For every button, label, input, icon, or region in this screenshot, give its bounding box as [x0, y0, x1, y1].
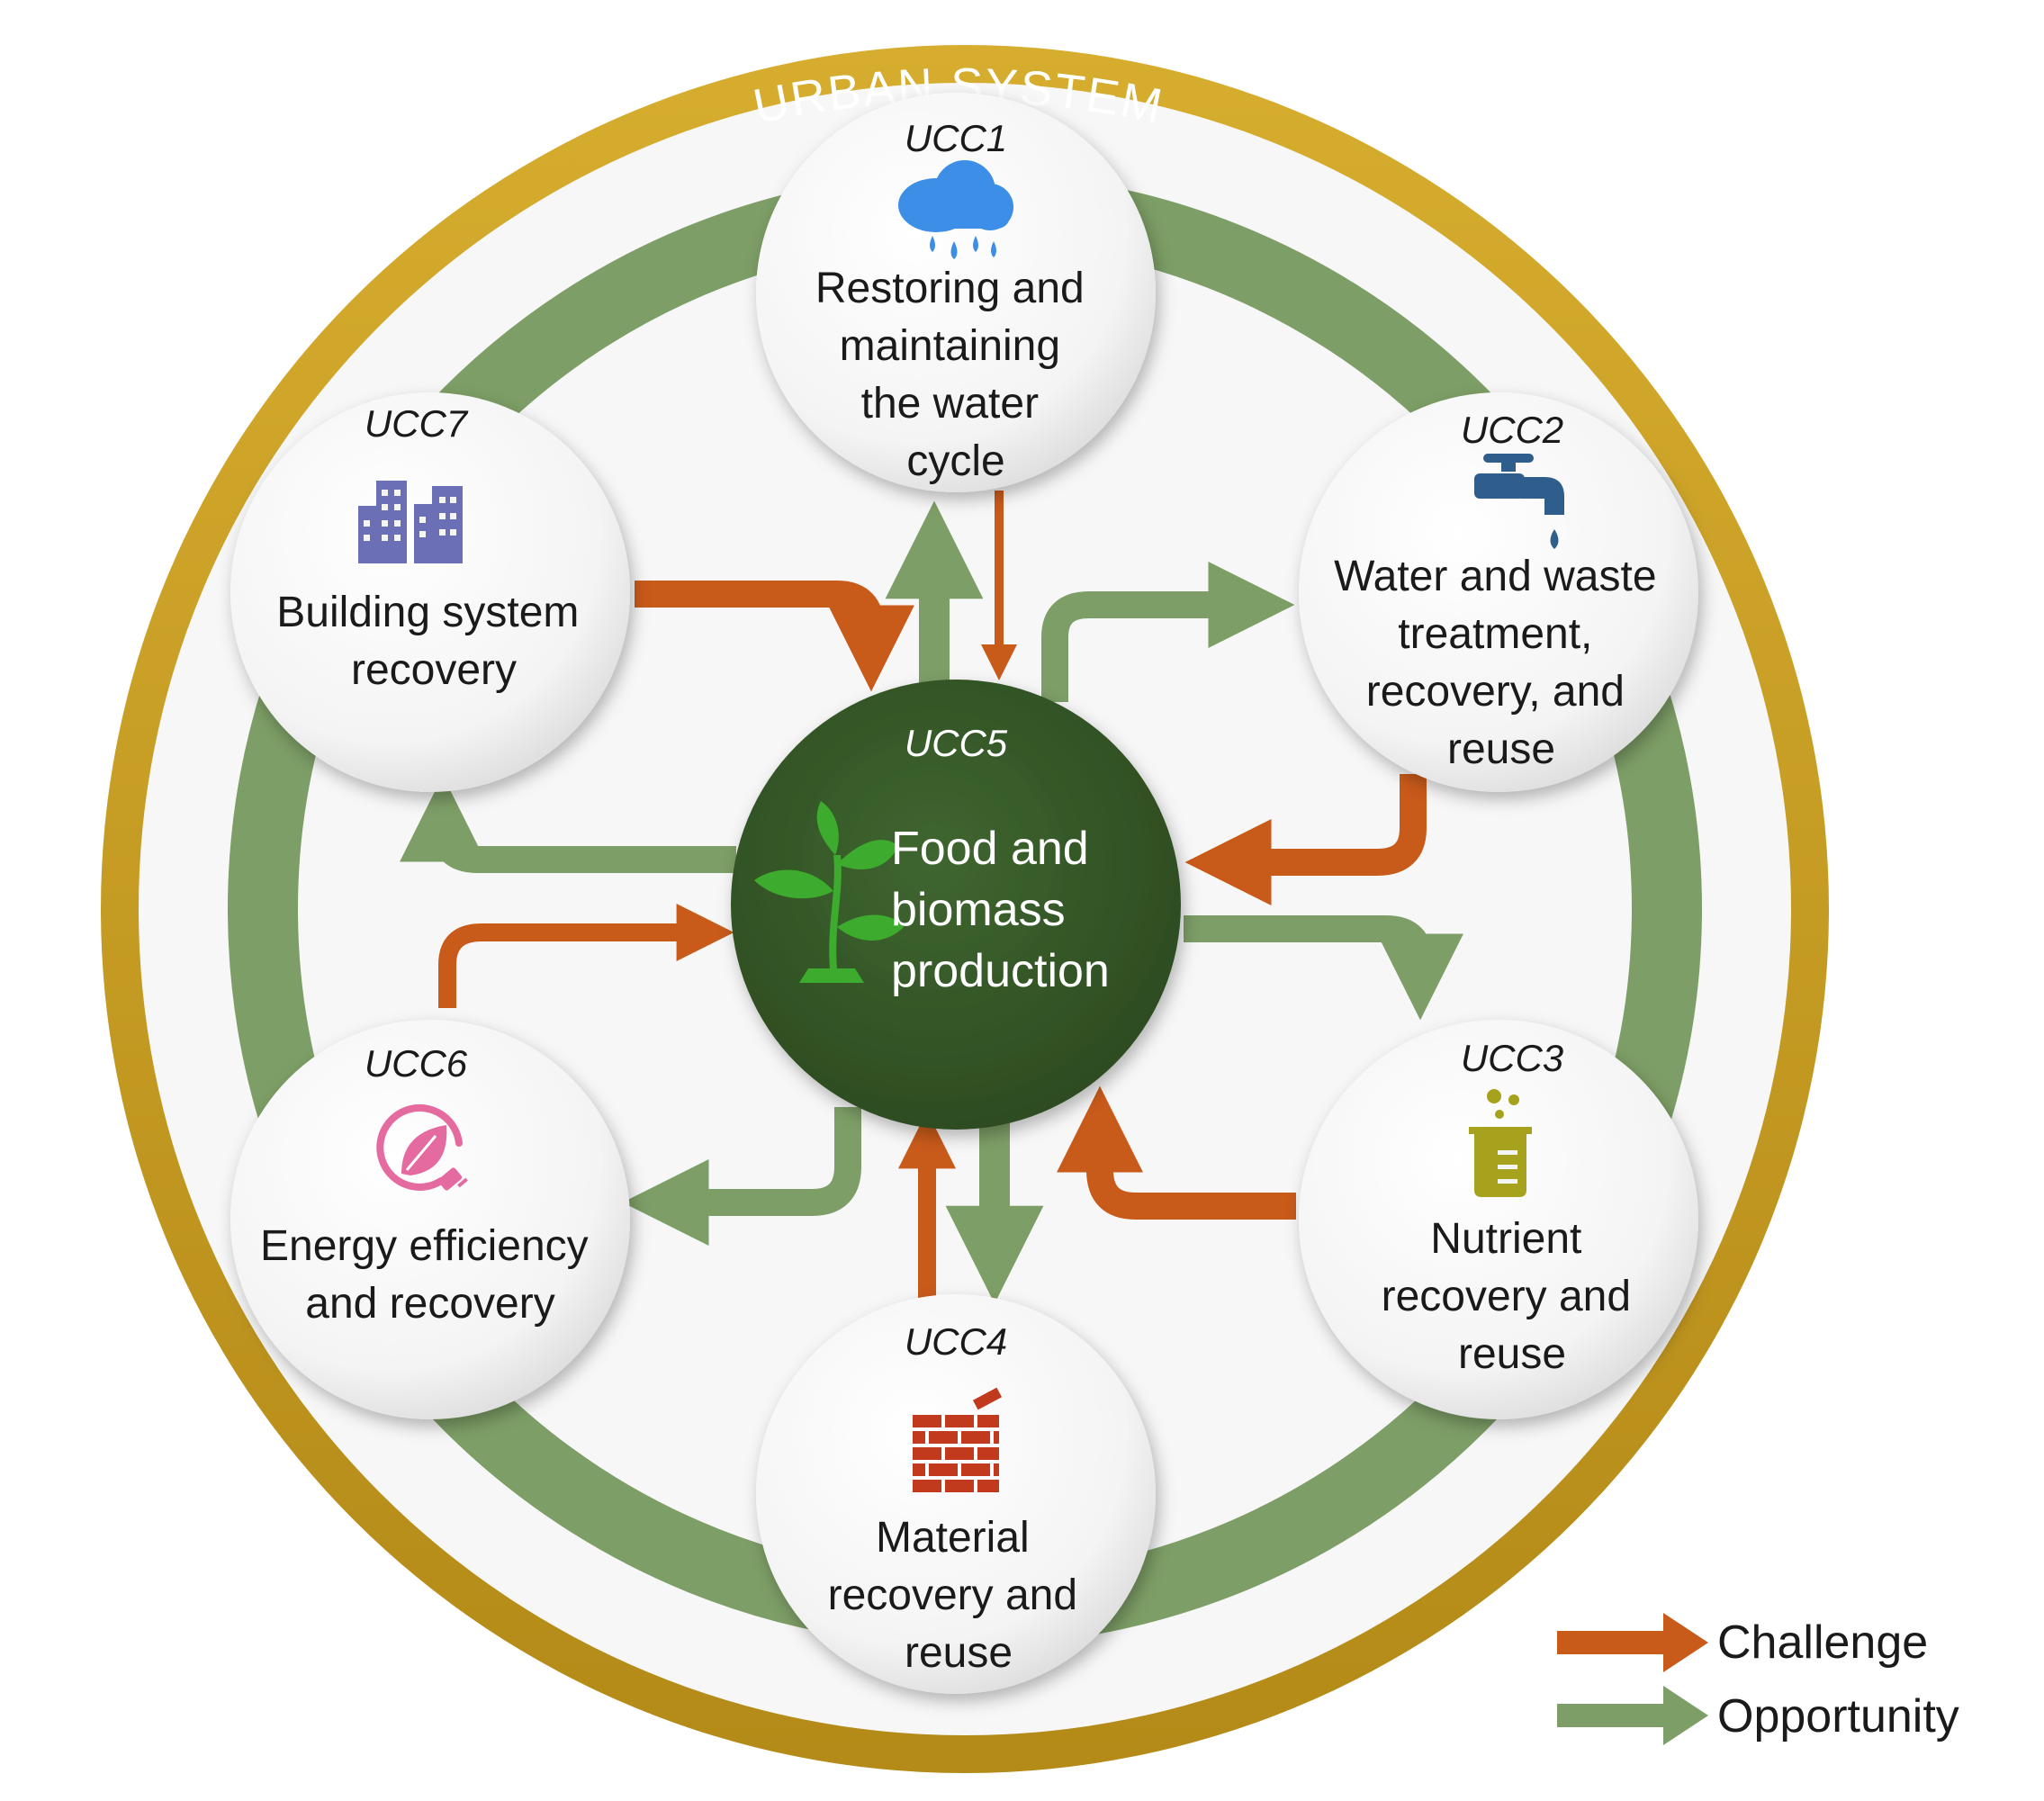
- legend-opportunity-label: Opportunity: [1717, 1690, 1959, 1742]
- node-ucc7-circle: [230, 392, 630, 792]
- legend-challenge-arrow: [1557, 1613, 1708, 1672]
- node-ucc3[interactable]: UCC3 Nutrient recovery and reuse: [1299, 1020, 1698, 1419]
- node-ucc3-code: UCC3: [1461, 1037, 1563, 1079]
- node-ucc4-code: UCC4: [905, 1320, 1007, 1363]
- node-ucc2-circle: [1299, 392, 1698, 792]
- node-ucc1-label: Restoring and maintaining the water cycl…: [815, 265, 1096, 485]
- rain-cloud-icon: [898, 160, 1013, 259]
- node-ucc5-code: UCC5: [905, 722, 1008, 764]
- legend-challenge: Challenge: [1557, 1613, 1928, 1672]
- node-ucc2-label: Water and waste treatment, recovery, and…: [1334, 553, 1669, 773]
- node-ucc1[interactable]: UCC1 Restoring and maintaining the water…: [756, 93, 1156, 492]
- node-ucc1-code: UCC1: [905, 117, 1007, 159]
- node-ucc7-code: UCC7: [365, 402, 469, 445]
- node-ucc3-circle: [1299, 1020, 1698, 1419]
- node-ucc1-circle: [756, 93, 1156, 492]
- buildings-icon: [358, 481, 463, 563]
- energy-leaf-plug-icon: [376, 1103, 468, 1191]
- arrow-opportunity-ucc5-to-ucc2: [1041, 561, 1295, 702]
- plant-icon: [754, 801, 904, 983]
- arrow-challenge-ucc7-to-ucc5: [635, 581, 915, 692]
- node-ucc2-code: UCC2: [1461, 409, 1563, 451]
- node-ucc4[interactable]: UCC4 Material recovery and reuse: [756, 1294, 1156, 1694]
- node-ucc6[interactable]: UCC6 Energy efficiency and recovery: [230, 1020, 630, 1419]
- arrow-challenge-ucc3-to-ucc5: [1056, 1085, 1296, 1220]
- node-ucc7[interactable]: UCC7 Building system recovery: [230, 392, 630, 792]
- beaker-icon: [1469, 1089, 1532, 1197]
- node-ucc3-label: Nutrient recovery and reuse: [1382, 1215, 1643, 1378]
- node-ucc7-label: Building system recovery: [276, 589, 590, 694]
- arrow-opportunity-ucc5-to-ucc6: [622, 1107, 861, 1247]
- legend-opportunity: Opportunity: [1557, 1686, 1959, 1745]
- arrow-opportunity-ucc5-to-ucc3: [1184, 915, 1464, 1021]
- node-ucc5-circle: [731, 680, 1181, 1130]
- arrows-layer: [399, 491, 1464, 1304]
- legend-opportunity-arrow: [1557, 1686, 1708, 1745]
- arrow-challenge-ucc6-to-ucc5: [438, 903, 734, 1008]
- arrow-opportunity-ucc5-to-ucc7: [399, 775, 736, 873]
- node-ucc4-label: Material recovery and reuse: [828, 1514, 1090, 1677]
- node-ucc6-code: UCC6: [365, 1042, 468, 1085]
- legend: Challenge Opportunity: [1557, 1613, 1959, 1745]
- arrow-challenge-ucc2-to-ucc5: [1184, 774, 1427, 906]
- legend-challenge-label: Challenge: [1717, 1616, 1928, 1669]
- brick-wall-icon: [913, 1387, 1003, 1492]
- node-ucc6-circle: [230, 1020, 630, 1419]
- node-ucc6-label: Energy efficiency and recovery: [260, 1222, 600, 1328]
- node-ucc5-label: Food and biomass production: [891, 823, 1110, 997]
- water-tap-icon: [1474, 454, 1564, 549]
- node-ucc2[interactable]: UCC2 Water and waste treatment, recovery…: [1299, 392, 1698, 792]
- node-ucc5-center[interactable]: UCC5 Food and biomass production: [731, 680, 1181, 1130]
- node-ucc4-circle: [756, 1294, 1156, 1694]
